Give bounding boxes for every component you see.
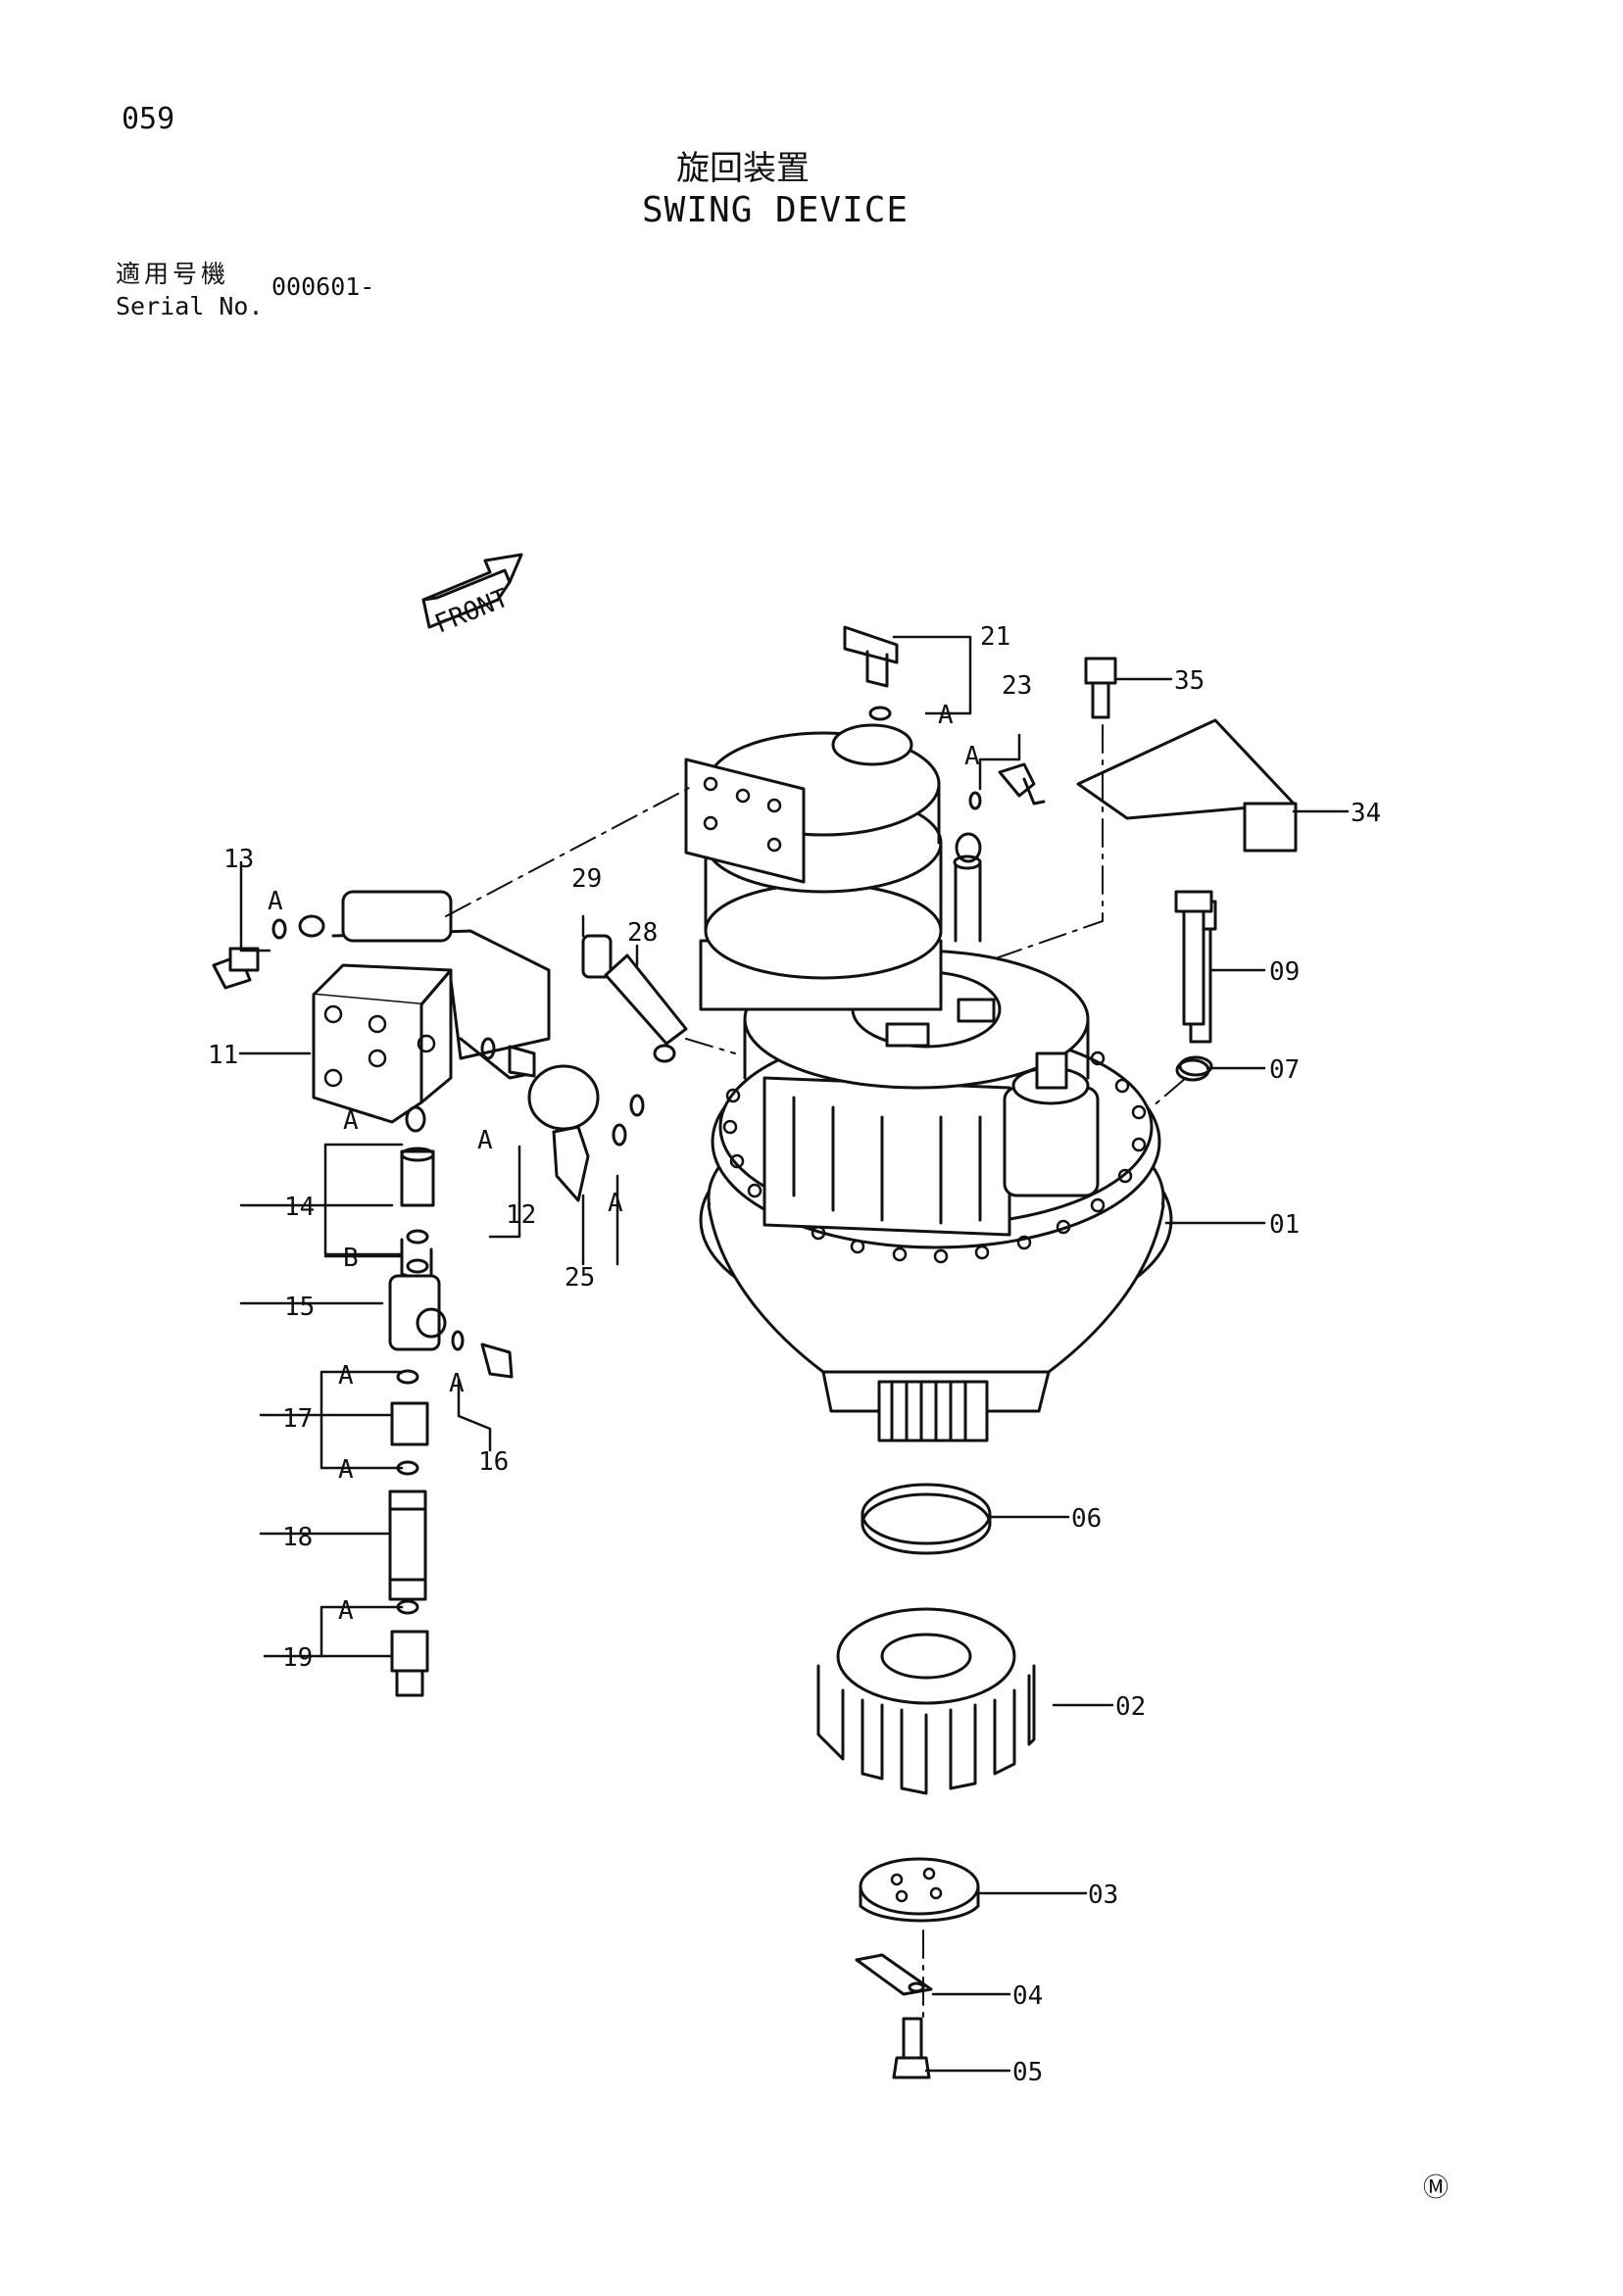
callout-25: 25 [565,1263,595,1293]
callout-16: 16 [478,1447,509,1477]
page-number: 059 [122,102,175,136]
front-arrow: FRONT [421,553,523,640]
callout-21: 21 [980,622,1010,652]
callout-05: 05 [1012,2058,1043,2087]
callout-35: 35 [1174,666,1205,696]
fittings-left [212,918,645,1697]
fittings-upper [581,625,1298,1082]
valve-block [298,890,600,1131]
callout-09: 09 [1269,957,1300,987]
serial-label-english: Serial No. [116,292,264,320]
callouts: 01 02 03 04 05 06 07 09 11 12 13 14 15 1… [208,622,1381,2087]
marker-a: A [338,1596,354,1626]
letter-markers: A A B A A A A A A A A [268,701,980,1626]
marker-a: A [338,1361,354,1391]
lower-parts [816,890,1213,2079]
callout-13: 13 [223,845,254,874]
callout-15: 15 [284,1293,315,1322]
callout-18: 18 [282,1523,313,1552]
callout-19: 19 [282,1643,313,1673]
callout-07: 07 [1269,1055,1300,1085]
serial-label-japanese: 適用号機 [116,260,230,288]
callout-03: 03 [1088,1881,1118,1910]
callout-23: 23 [1002,671,1032,701]
title-english: SWING DEVICE [642,190,910,230]
m-mark: Ⓜ [1423,2174,1450,2203]
callout-04: 04 [1012,1981,1043,2011]
callout-28: 28 [627,918,658,948]
swing-motor-body [684,723,1173,1442]
callout-29: 29 [571,864,602,894]
serial-value: 000601- [271,272,375,301]
callout-12: 12 [506,1200,536,1230]
title-japanese: 旋回装置 [676,149,810,188]
marker-a: A [477,1126,493,1155]
leader-lines [238,635,1350,2073]
marker-b: B [343,1244,359,1273]
marker-a: A [343,1106,359,1136]
callout-06: 06 [1071,1504,1102,1534]
callout-34: 34 [1351,799,1381,828]
callout-01: 01 [1269,1210,1300,1240]
marker-a: A [449,1369,465,1398]
callout-02: 02 [1115,1692,1146,1722]
callout-17: 17 [282,1404,313,1434]
marker-a: A [608,1189,623,1218]
marker-a: A [938,701,954,730]
marker-a: A [964,742,980,771]
callout-11: 11 [208,1041,238,1070]
marker-a: A [338,1455,354,1485]
callout-14: 14 [284,1193,315,1222]
marker-a: A [268,887,283,916]
center-lines [445,724,1187,2020]
